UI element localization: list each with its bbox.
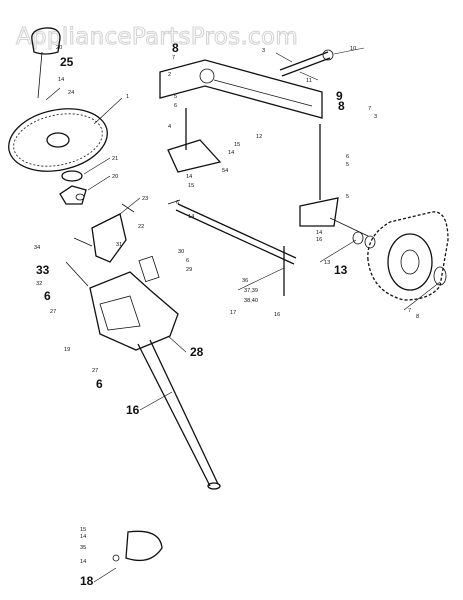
callout-23: 23: [142, 196, 148, 202]
callout-36: 36: [242, 278, 248, 284]
left-spindle: [167, 108, 222, 173]
steering-wheel: [8, 108, 108, 172]
wheel-washers: [352, 231, 376, 249]
steering-gear-housing: [89, 255, 179, 351]
callout-32: 32: [36, 281, 42, 287]
callout-15: 15: [188, 183, 194, 189]
callout-16: 16: [316, 237, 322, 243]
callout-34: 34: [34, 245, 40, 251]
callout-14: 14: [188, 214, 194, 220]
front-wheel: [367, 211, 449, 301]
callout-2: 2: [168, 72, 171, 78]
watermark-text: AppliancePartsPros.com: [16, 24, 298, 50]
callout-6: 6: [44, 289, 51, 303]
callout-9: 9: [336, 89, 343, 103]
callout-38,40: 38,40: [244, 298, 258, 304]
callout-5: 5: [346, 194, 349, 200]
callout-6: 6: [174, 103, 177, 109]
steering-wheel-cap: [31, 27, 61, 99]
callout-1: 1: [126, 94, 129, 100]
callout-28: 28: [190, 345, 204, 359]
callout-5: 5: [346, 162, 349, 168]
callout-33: 33: [36, 263, 50, 277]
callout-14: 14: [316, 230, 322, 236]
callout-10: 10: [350, 46, 356, 52]
callout-54: 54: [222, 168, 228, 174]
callout-11: 11: [306, 78, 312, 84]
lower-shaft-bearing: [112, 530, 163, 562]
callout-20: 20: [112, 174, 118, 180]
callout-8: 8: [338, 99, 345, 113]
callout-14: 14: [186, 174, 192, 180]
steering-shaft: [137, 339, 221, 490]
callout-8: 8: [172, 41, 179, 55]
front-axle: [159, 59, 323, 119]
steering-support-bracket: [65, 203, 135, 287]
callout-35: 35: [80, 545, 86, 551]
callout-13: 13: [324, 260, 330, 266]
callout-6: 6: [176, 200, 179, 206]
callout-24: 24: [68, 90, 74, 96]
callout-7: 7: [172, 55, 175, 61]
axle-pivot-bolt: [279, 49, 334, 77]
tie-rod: [167, 199, 297, 296]
callout-20: 20: [56, 45, 62, 51]
callout-13: 13: [334, 263, 348, 277]
callout-14: 14: [58, 77, 64, 83]
callout-16: 16: [126, 403, 140, 417]
callout-19: 19: [64, 347, 70, 353]
callout-3: 3: [374, 114, 377, 120]
callout-15: 15: [80, 527, 86, 533]
callout-7: 7: [408, 308, 411, 314]
callout-22: 22: [138, 224, 144, 230]
callout-27: 27: [92, 368, 98, 374]
callout-16: 16: [274, 312, 280, 318]
callout-8: 8: [416, 314, 419, 320]
callout-30: 30: [178, 249, 184, 255]
callout-6: 6: [96, 377, 103, 391]
callout-37,39: 37,39: [244, 288, 258, 294]
callout-17: 17: [230, 310, 236, 316]
callout-15: 15: [234, 142, 240, 148]
steering-hub-parts: [59, 170, 87, 205]
callout-14: 14: [228, 150, 234, 156]
callout-21: 21: [112, 156, 118, 162]
callout-18: 18: [80, 574, 94, 588]
callout-14: 14: [80, 534, 86, 540]
leader-lines: [45, 47, 441, 583]
callout-7: 7: [368, 106, 371, 112]
callout-labels: 20 25 14 24 1 21 20 23 22 34 31 33 32 6 …: [34, 41, 419, 588]
callout-25: 25: [60, 55, 74, 69]
callout-4: 4: [168, 124, 171, 130]
callout-31: 31: [116, 242, 122, 248]
callout-6: 6: [186, 258, 189, 264]
callout-12: 12: [256, 134, 262, 140]
callout-14: 14: [80, 559, 86, 565]
callout-5: 5: [174, 94, 177, 100]
callout-6: 6: [346, 154, 349, 160]
right-spindle: [299, 124, 369, 237]
callout-3: 3: [262, 48, 265, 54]
callout-27: 27: [50, 309, 56, 315]
callout-29: 29: [186, 267, 192, 273]
